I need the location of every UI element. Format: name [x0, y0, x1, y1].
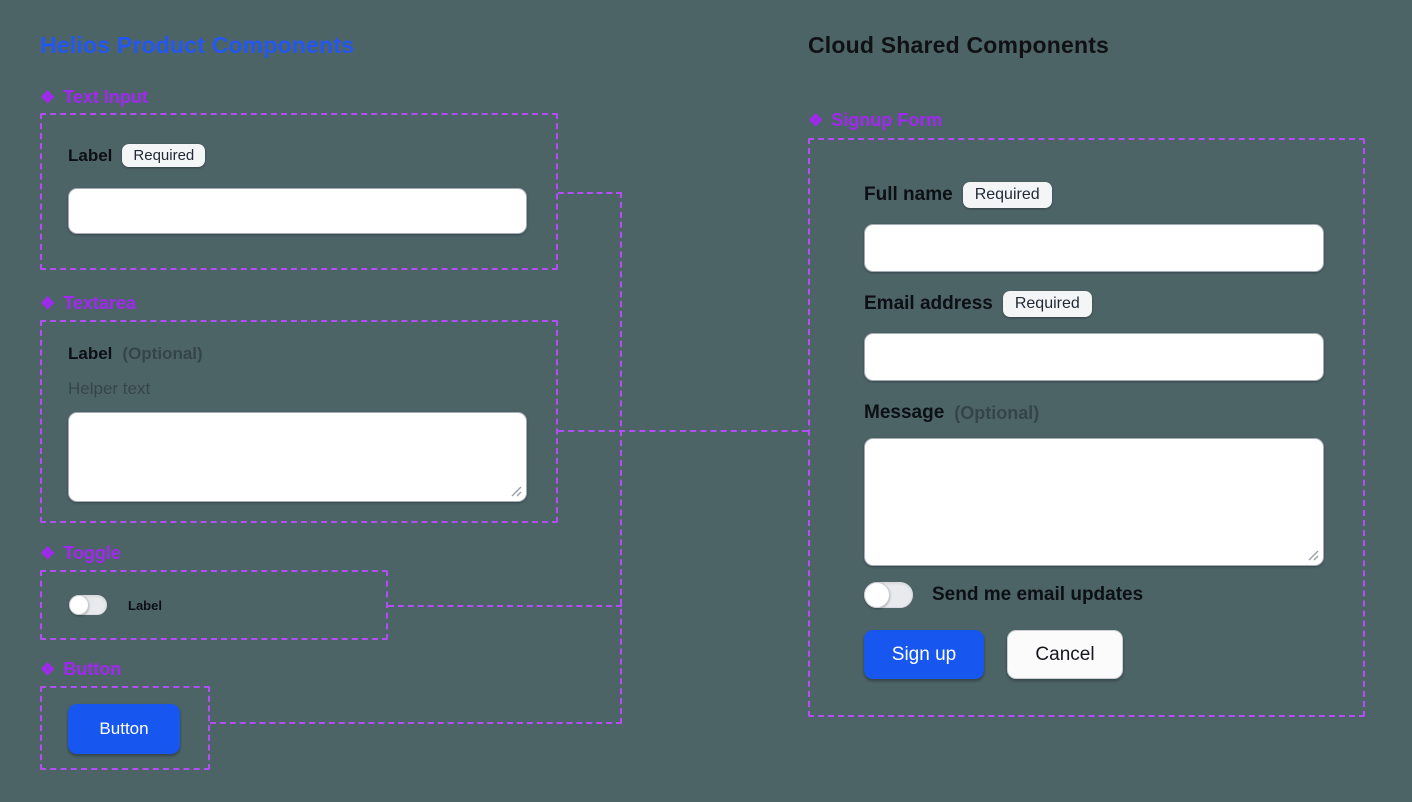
section-header-button: ❖ Button [40, 659, 121, 680]
textarea-label: Label [68, 344, 113, 363]
connector-toggle [388, 605, 622, 607]
section-title-button: Button [63, 659, 122, 679]
resize-handle-icon[interactable] [510, 485, 522, 497]
section-title-signup-form: Signup Form [831, 110, 943, 130]
full-name-label: Full name [864, 184, 953, 205]
resize-handle-icon[interactable] [1307, 549, 1319, 561]
right-panel-title: Cloud Shared Components [808, 32, 1110, 58]
toggle-label: Label [128, 597, 162, 613]
section-header-signup-form: ❖ Signup Form [808, 110, 942, 131]
helper-text: Helper text [68, 379, 151, 398]
component-icon: ❖ [40, 544, 56, 563]
sign-up-button[interactable]: Sign up [864, 630, 984, 679]
section-header-textarea: ❖ Textarea [40, 293, 136, 314]
toggle-switch[interactable] [69, 595, 107, 615]
required-badge: Required [1002, 291, 1092, 317]
optional-hint: (Optional) [122, 344, 203, 363]
email-updates-label: Send me email updates [932, 584, 1144, 605]
text-input-field[interactable] [68, 188, 527, 234]
text-input-label: Label [68, 145, 113, 165]
required-badge: Required [122, 144, 206, 167]
component-frame-textarea: Label (Optional) Helper text [40, 320, 558, 523]
component-icon: ❖ [40, 88, 56, 107]
email-input[interactable] [864, 333, 1324, 381]
cancel-button[interactable]: Cancel [1007, 630, 1123, 679]
required-badge: Required [962, 182, 1052, 208]
component-frame-button: Button [40, 686, 210, 770]
section-header-toggle: ❖ Toggle [40, 543, 121, 564]
toggle-knob[interactable] [69, 595, 89, 615]
email-label: Email address [864, 293, 993, 314]
connector-text-input [558, 192, 622, 194]
component-frame-toggle: Label [40, 570, 388, 640]
optional-hint: (Optional) [954, 402, 1040, 423]
connector-textarea-to-signup [558, 430, 808, 432]
message-textarea[interactable] [864, 438, 1324, 566]
section-title-toggle: Toggle [63, 543, 121, 563]
message-label: Message [864, 402, 945, 423]
section-title-textarea: Textarea [63, 293, 136, 313]
component-icon: ❖ [40, 660, 56, 679]
connector-button [210, 722, 622, 724]
full-name-input[interactable] [864, 224, 1324, 272]
component-frame-signup-form: Full name Required Email address Require… [808, 138, 1365, 717]
textarea-field[interactable] [68, 412, 527, 502]
section-header-text-input: ❖ Text Input [40, 87, 148, 108]
email-updates-toggle[interactable] [864, 582, 913, 608]
component-icon: ❖ [40, 294, 56, 313]
component-frame-text-input: Label Required [40, 113, 558, 270]
connector-bus-vertical [620, 192, 622, 724]
toggle-knob[interactable] [864, 582, 890, 608]
section-title-text-input: Text Input [63, 87, 148, 107]
component-icon: ❖ [808, 111, 824, 130]
left-panel-title: Helios Product Components [40, 32, 355, 58]
sample-button[interactable]: Button [68, 704, 180, 754]
